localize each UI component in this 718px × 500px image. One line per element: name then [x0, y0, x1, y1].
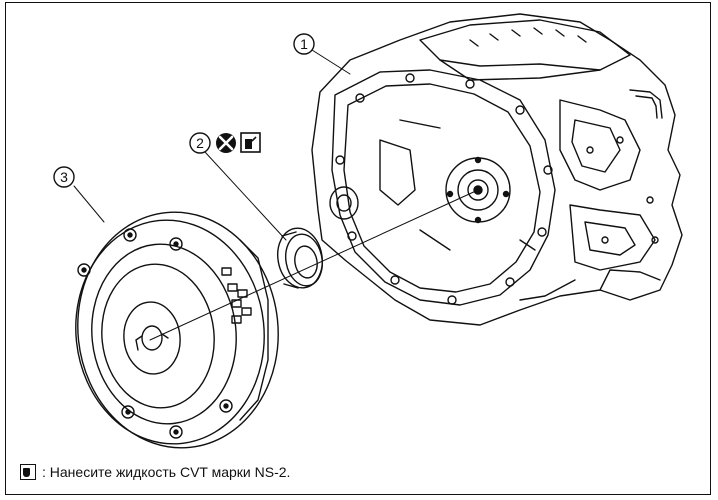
- leader-2: [204, 151, 287, 241]
- figure-frame: [5, 2, 711, 495]
- oil-seal: [277, 227, 323, 289]
- legend: : Нанесите жидкость CVT марки NS-2.: [20, 462, 290, 482]
- do-not-reuse-icon: [216, 133, 236, 153]
- callout-1-label: 1: [300, 36, 308, 52]
- transmission-case: [311, 13, 683, 326]
- leader-1: [311, 49, 351, 75]
- callout-2: 2: [189, 132, 211, 154]
- torque-converter: [75, 211, 279, 449]
- callout-3-label: 3: [60, 169, 68, 185]
- callout-2-label: 2: [196, 135, 204, 151]
- callout-1: 1: [293, 33, 315, 55]
- fluid-can-icon: [20, 464, 36, 480]
- leader-3: [73, 185, 105, 223]
- centerline: [149, 189, 479, 341]
- legend-text: : Нанесите жидкость CVT марки NS-2.: [42, 464, 291, 480]
- callout-3: 3: [53, 166, 75, 188]
- fluid-can-icon: [240, 132, 261, 153]
